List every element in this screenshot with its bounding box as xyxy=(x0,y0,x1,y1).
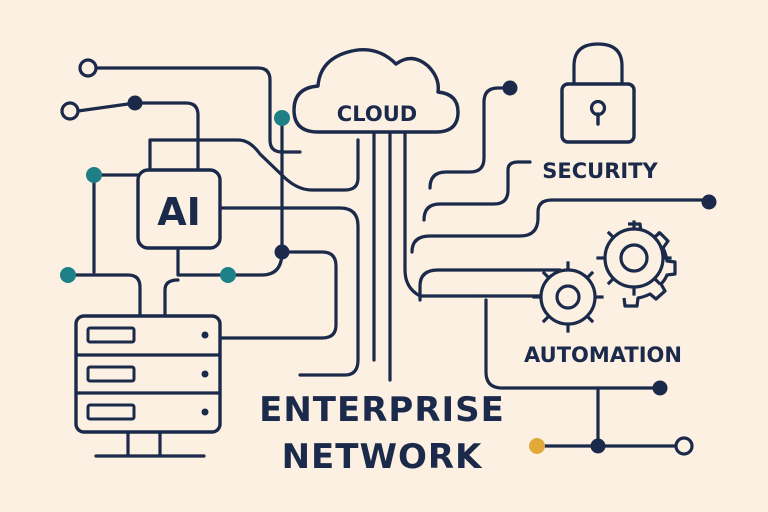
wire-top-2 xyxy=(76,101,137,113)
wire-server-up xyxy=(163,278,180,318)
cloud-icon: CLOUD xyxy=(292,48,460,134)
gear-icon xyxy=(532,261,604,333)
ai-chip-icon: AI xyxy=(136,168,222,250)
wire-nav-mid xyxy=(220,250,338,340)
node-teal xyxy=(60,267,76,283)
automation-label: AUTOMATION xyxy=(524,343,682,367)
wire-cloud-trunk-4 xyxy=(410,198,711,254)
wire-ai-down xyxy=(176,246,230,277)
title-line-1: ENTERPRISE xyxy=(259,390,505,430)
wire-security xyxy=(422,160,532,222)
ai-label: AI xyxy=(157,190,201,234)
wire-teal-mid xyxy=(226,250,284,277)
node-open xyxy=(78,58,98,78)
cloud-label: CLOUD xyxy=(337,102,417,126)
node-open xyxy=(674,436,694,456)
node-teal xyxy=(220,267,236,283)
wire-teal-left-h xyxy=(66,273,142,318)
node-navy xyxy=(590,438,606,454)
wire-to-nav-dot-top xyxy=(428,86,512,190)
node-navy xyxy=(652,380,668,396)
wire-automation-2 xyxy=(418,268,562,302)
network-nodes xyxy=(60,58,717,456)
title-line-2: NETWORK xyxy=(282,437,483,477)
wire-top-4 xyxy=(148,138,360,192)
node-open xyxy=(60,101,80,121)
node-navy xyxy=(701,194,717,210)
gear-icon xyxy=(596,220,672,296)
node-teal xyxy=(86,167,102,183)
wire-automation-loop xyxy=(484,298,660,390)
padlock-icon xyxy=(560,42,636,144)
wire-top-3 xyxy=(133,101,200,172)
wire-ai-right xyxy=(218,206,360,377)
wire-top-1 xyxy=(95,66,302,154)
connection-lines xyxy=(66,66,711,448)
security-label: SECURITY xyxy=(542,159,658,183)
node-navy xyxy=(502,80,518,96)
node-gold xyxy=(529,438,545,454)
server-rack-icon xyxy=(74,314,222,458)
monitor-stand-icon xyxy=(94,428,206,458)
node-navy xyxy=(127,95,143,111)
node-teal xyxy=(274,110,290,126)
node-navy xyxy=(274,244,290,260)
